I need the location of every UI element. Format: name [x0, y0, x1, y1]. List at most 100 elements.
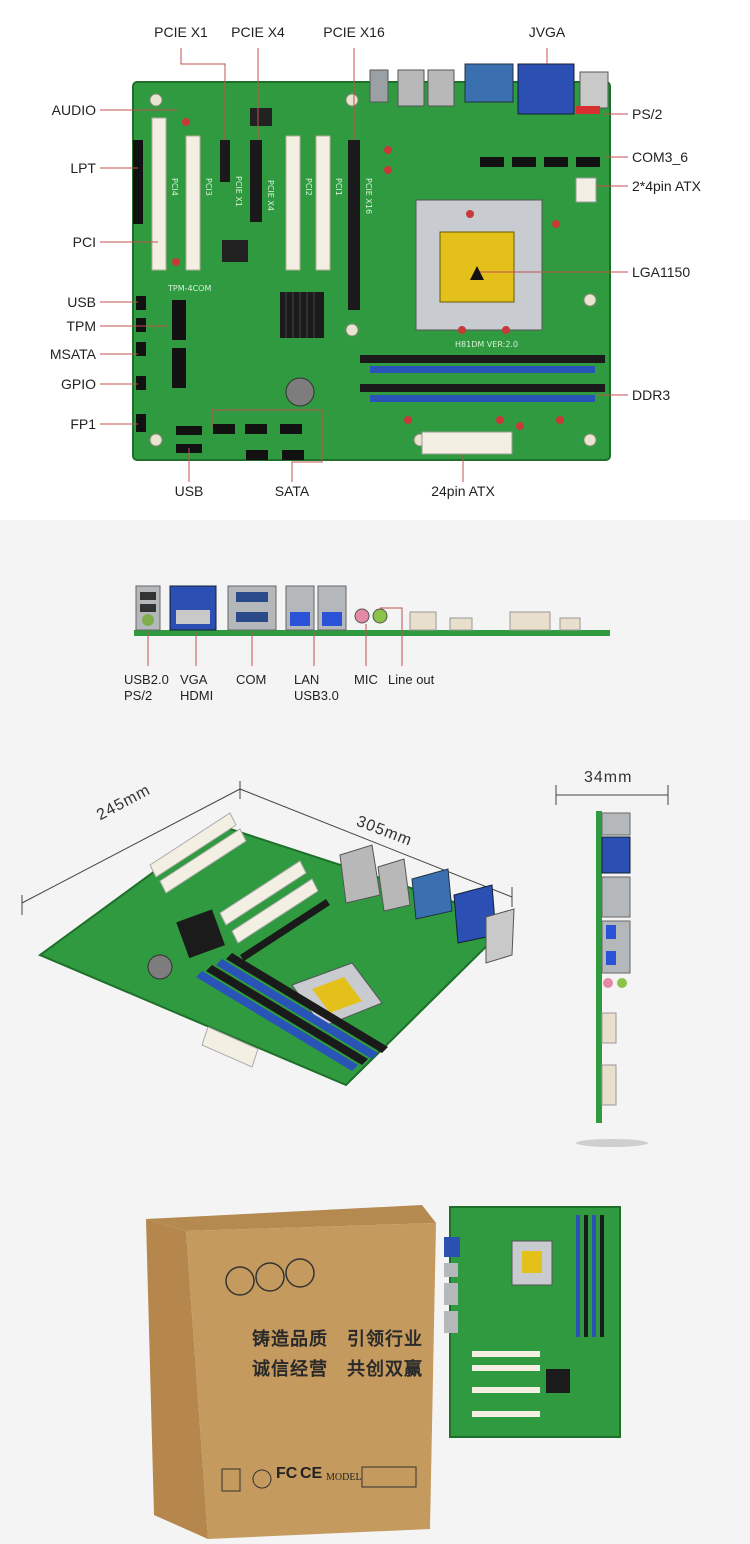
io-usb-ps2 [135, 585, 161, 631]
label-lga1150: LGA1150 [632, 264, 691, 280]
dimension-lines [21, 781, 669, 915]
box-ce-mark: CE [300, 1465, 323, 1482]
chip-2 [222, 240, 248, 262]
chip-1 [250, 108, 272, 126]
heatsink-fins [285, 292, 315, 338]
box-logo-3 [285, 1258, 315, 1288]
silkscreen-labels: PCI4 PCI3 PCIE X1 PCIE X4 PCI2 PCI1 PCIE… [167, 176, 518, 349]
side-view-pcb [596, 811, 602, 1123]
label-fp1: FP1 [70, 416, 96, 432]
label-usb-bottom: USB [174, 483, 204, 499]
board-top-view-panel: PCI4 PCI3 PCIE X1 PCIE X4 PCI2 PCI1 PCIE… [0, 0, 750, 520]
silk-pcie-x16: PCIE X16 [364, 178, 373, 214]
side-view-shadow [576, 1139, 648, 1147]
io-ps2 [579, 71, 609, 109]
callout-lines [100, 48, 628, 482]
io-side-parts [409, 611, 581, 631]
label-pcie-x4: PCIE X4 [231, 24, 285, 40]
box-ccc-mark [252, 1469, 272, 1489]
box-recycle-mark [221, 1468, 241, 1492]
ps2-header [576, 106, 600, 114]
io-label-vga: VGA [180, 672, 208, 687]
rear-io-diagram [134, 585, 610, 666]
io-label-lineout: Line out [388, 672, 435, 687]
io-lan-usb3 [285, 585, 347, 631]
silk-pci4: PCI4 [170, 178, 179, 196]
io-mic-jack [354, 608, 370, 624]
label-lpt: LPT [70, 160, 96, 176]
io-label-hdmi: HDMI [180, 688, 214, 703]
io-com [464, 63, 514, 103]
chipset-heatsink [280, 292, 324, 338]
box-model-field [361, 1466, 417, 1488]
label-atx-24pin: 24pin ATX [431, 483, 495, 499]
capacitors [172, 118, 564, 430]
pcie-x4-slot [250, 140, 262, 222]
cmos-battery [285, 377, 315, 407]
msata-slot [172, 300, 186, 340]
left-headers [136, 296, 146, 432]
label-usb-left: USB [67, 294, 96, 310]
silk-pcie-x4: PCIE X4 [266, 180, 275, 211]
io-vga [517, 63, 575, 115]
io-lan-2 [427, 69, 455, 107]
box-front-face [186, 1223, 436, 1539]
box-logo-1 [225, 1266, 255, 1296]
io-label-mic: MIC [354, 672, 378, 687]
board-perspective [37, 823, 514, 1087]
com-headers [480, 157, 600, 167]
label-pcie-x1: PCIE X1 [154, 24, 208, 40]
io-label-usb2: USB2.0 [124, 672, 169, 687]
silk-pci3: PCI3 [204, 178, 213, 196]
label-gpio: GPIO [60, 376, 96, 392]
silk-pcie-x1: PCIE X1 [234, 176, 243, 207]
silk-board-version: H81DM VER:2.0 [455, 340, 518, 349]
io-label-ps2: PS/2 [124, 688, 153, 703]
box-fc-mark: FC [276, 1465, 298, 1482]
io-label-usb3: USB3.0 [294, 688, 339, 703]
warning-triangle [470, 266, 484, 280]
packaging-panel: 铸造品质 引领行业 诚信经营 共创双赢 FC CE MODEL [0, 1165, 750, 1544]
atx-4pin [575, 177, 597, 203]
io-com-ports [227, 585, 277, 631]
lpt-header [133, 140, 143, 224]
label-tpm: TPM [66, 318, 96, 334]
io-lineout-jack [372, 608, 388, 624]
label-audio: AUDIO [51, 102, 96, 118]
label-pci: PCI [72, 234, 96, 250]
packaging-diagram [146, 1205, 621, 1539]
dimension-diagram [21, 781, 669, 1147]
msata-slot-2 [172, 348, 186, 388]
ddr3-slots [360, 355, 605, 402]
label-sata: SATA [274, 483, 310, 499]
pci-slots [151, 117, 331, 271]
io-label-lan: LAN [294, 672, 320, 687]
silk-pci1: PCI1 [334, 178, 343, 196]
box-side-face [146, 1219, 208, 1539]
io-label-com: COM [236, 672, 267, 687]
label-com3-6: COM3_6 [632, 149, 689, 165]
box-top-face [146, 1205, 436, 1231]
io-usb-stack [369, 69, 389, 103]
label-ps2: PS/2 [632, 106, 663, 122]
label-msata: MSATA [49, 346, 96, 362]
dimension-height: 34mm [584, 769, 633, 786]
label-ddr3: DDR3 [632, 387, 671, 403]
label-jvga: JVGA [528, 24, 566, 40]
perspective-parts [147, 812, 515, 1071]
pcie-x16-slot [348, 140, 360, 310]
box-model-label: MODEL [326, 1472, 362, 1483]
label-atx-4pin: 2*4pin ATX [632, 178, 702, 194]
box-slogan-line2: 诚信经营 共创双赢 [252, 1359, 423, 1380]
atx-24pin [421, 431, 513, 455]
io-callout-lines [147, 607, 403, 666]
box-slogan-line1: 铸造品质 引领行业 [252, 1329, 423, 1350]
label-pcie-x16: PCIE X16 [323, 24, 385, 40]
io-vga-hdmi [169, 585, 217, 631]
rear-io-panel: USB2.0 PS/2 VGA HDMI COM LAN USB3.0 MIC … [0, 520, 750, 745]
io-pcb-edge [134, 630, 610, 636]
dimensions-panel: 245mm 305mm 34mm [0, 745, 750, 1165]
io-lan-1 [397, 69, 425, 107]
silk-pci2: PCI2 [304, 178, 313, 196]
board-photo-parts [444, 1215, 604, 1417]
